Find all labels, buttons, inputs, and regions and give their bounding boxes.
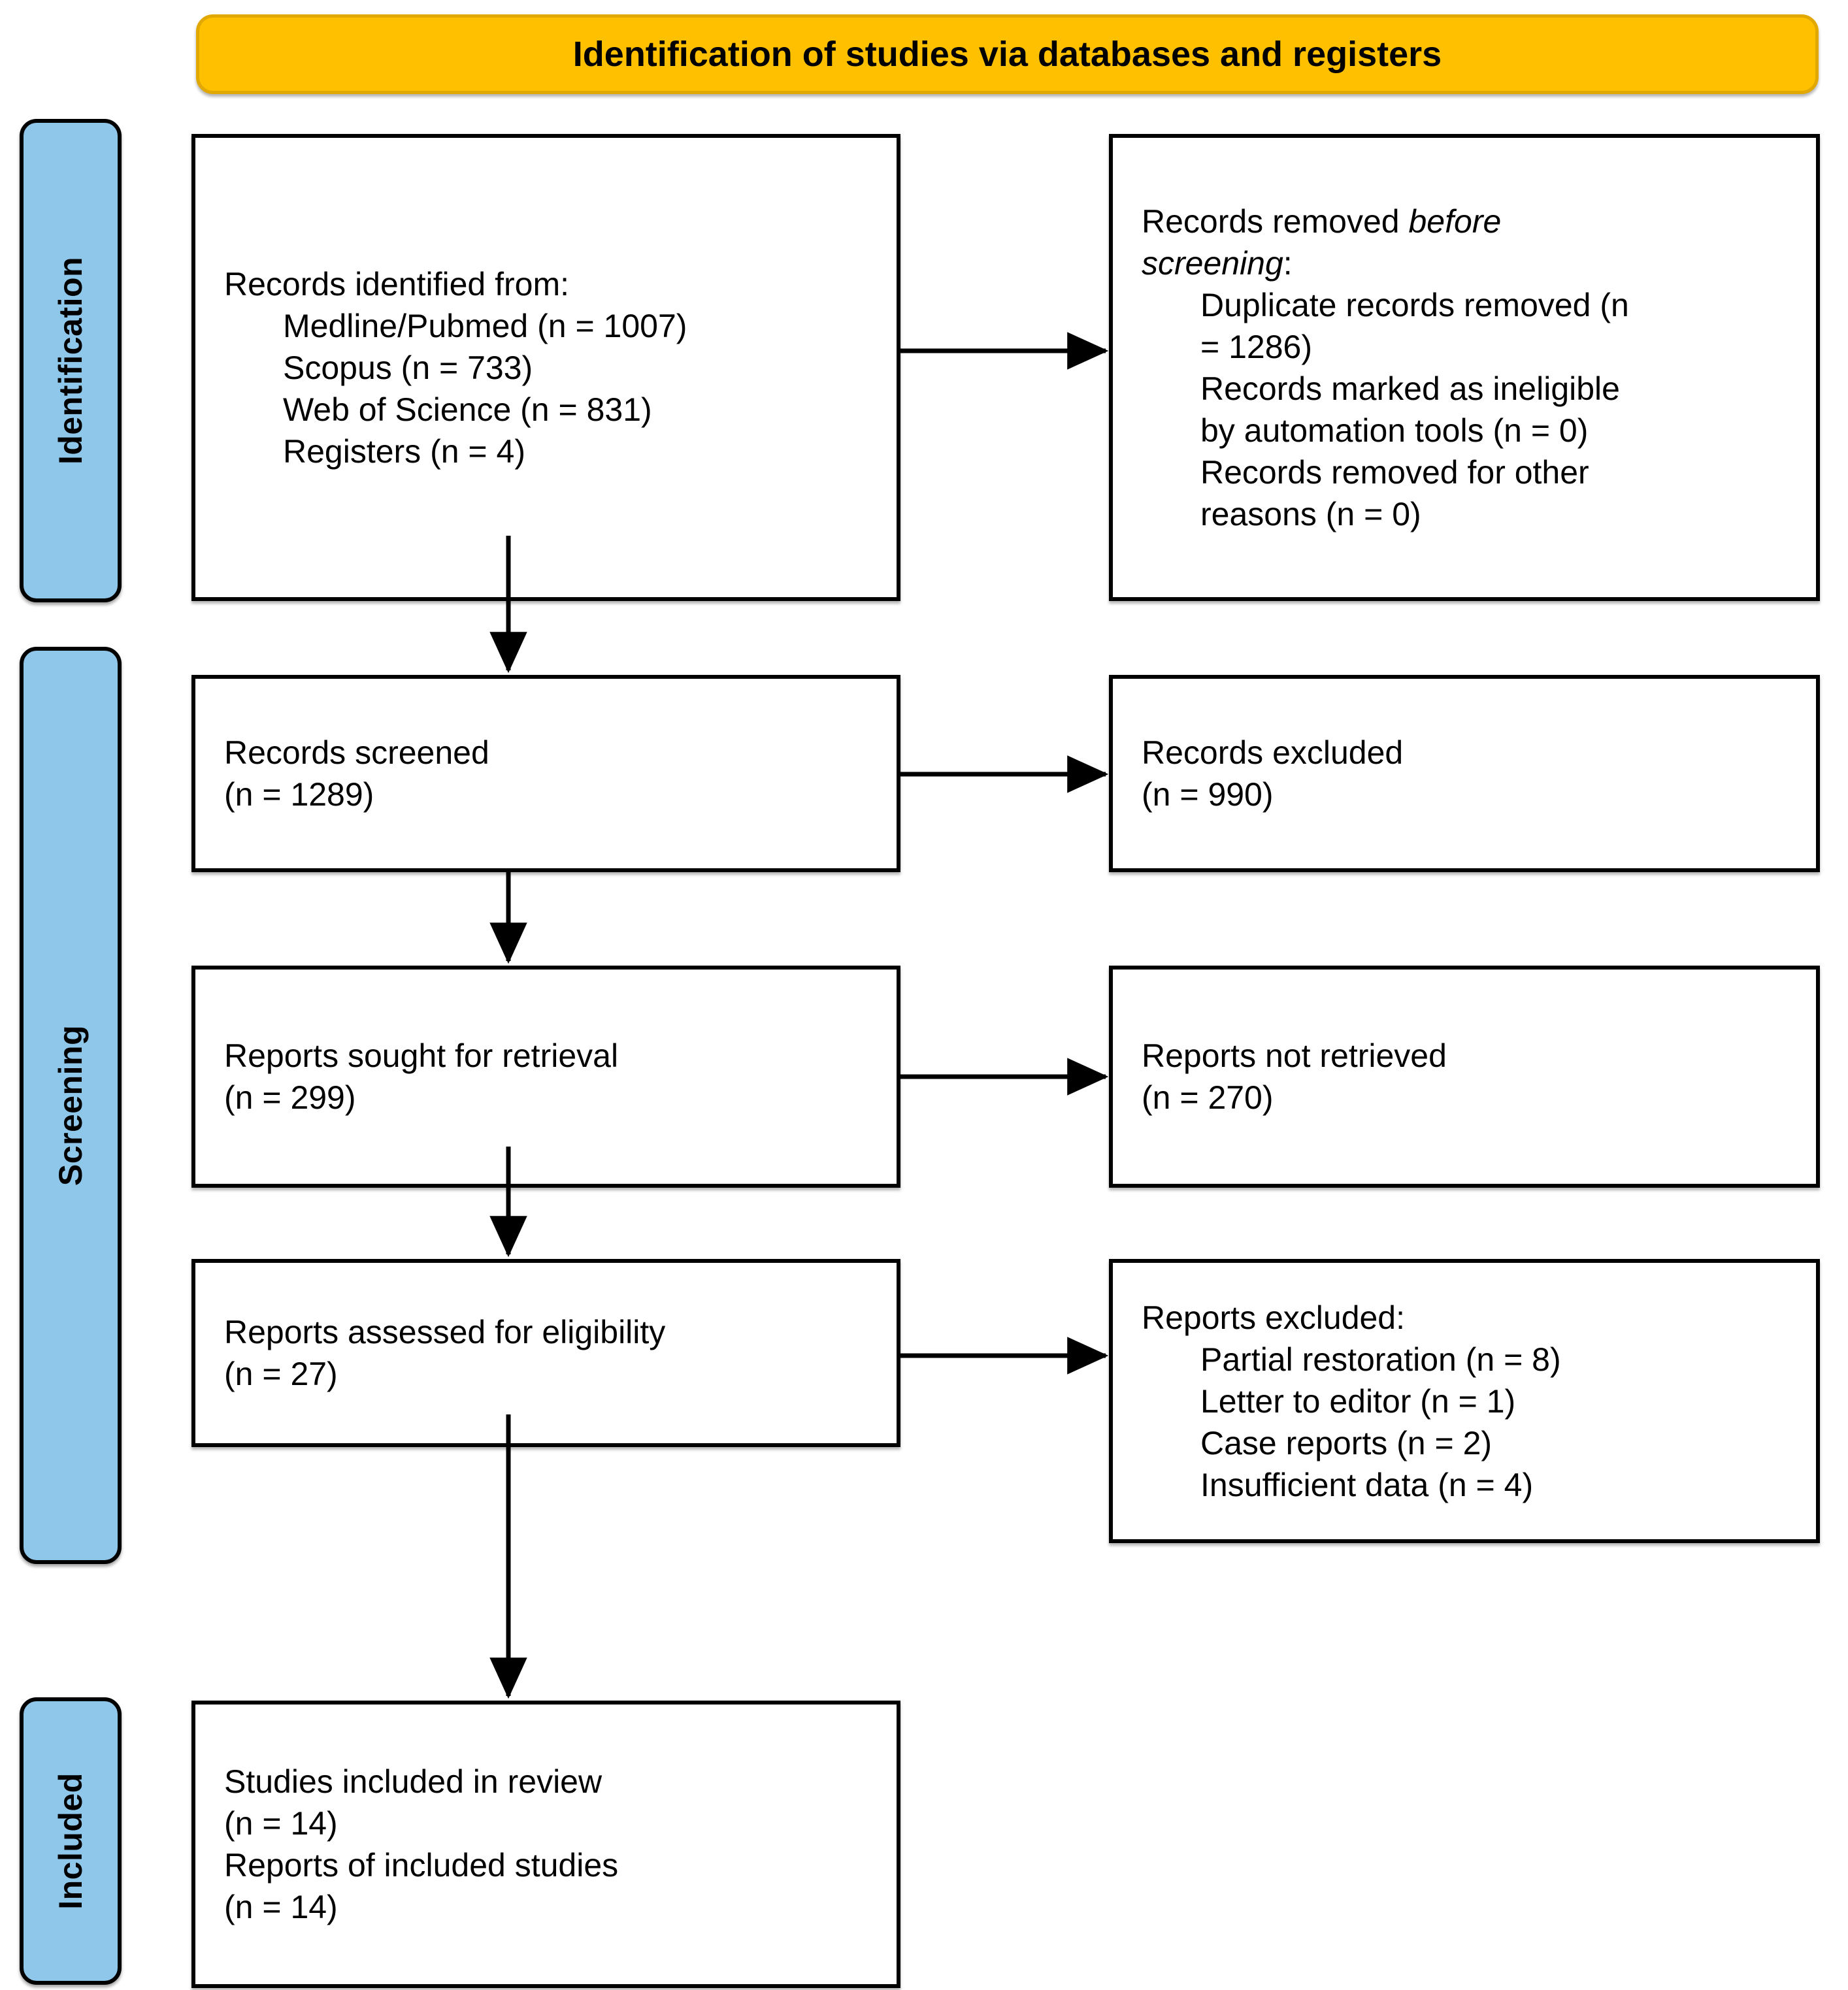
box-line: Registers (n = 4) — [283, 432, 525, 470]
box-line: Reports assessed for eligibility — [224, 1314, 666, 1350]
box-line: Duplicate records removed (n — [1200, 286, 1629, 323]
box-line: Letter to editor (n = 1) — [1200, 1382, 1516, 1420]
box-line: Records removed before — [1142, 201, 1802, 242]
box-line: (n = 14) — [224, 1889, 338, 1925]
box-line-text: : — [1283, 244, 1293, 282]
box-line-text: Records removed — [1142, 203, 1409, 240]
box-line: Records screened — [224, 734, 489, 771]
box-line: (n = 299) — [224, 1079, 356, 1116]
box-line: Records marked as ineligible — [1200, 370, 1620, 407]
box-reports-excluded: Reports excluded: Partial restoration (n… — [1109, 1259, 1820, 1543]
box-line: (n = 27) — [224, 1356, 338, 1392]
box-studies-included-in-review: Studies included in review (n = 14) Repo… — [191, 1701, 900, 1988]
box-reports-assessed-for-eligibility: Reports assessed for eligibility (n = 27… — [191, 1259, 900, 1447]
box-line: Medline/Pubmed (n = 1007) — [283, 307, 687, 344]
box-line: Partial restoration (n = 8) — [1200, 1341, 1561, 1378]
box-reports-not-retrieved: Reports not retrieved (n = 270) — [1109, 966, 1820, 1188]
box-line: Insufficient data (n = 4) — [1200, 1466, 1534, 1503]
box-line: Reports sought for retrieval — [224, 1037, 619, 1074]
box-line: Records excluded — [1142, 734, 1404, 771]
box-line: by automation tools (n = 0) — [1200, 412, 1589, 449]
box-line: (n = 14) — [224, 1805, 338, 1842]
stage-label-screening-text: Screening — [52, 1024, 89, 1186]
stage-label-screening: Screening — [20, 647, 122, 1564]
box-line: = 1286) — [1200, 328, 1312, 365]
box-line-emphasis: screening — [1142, 244, 1283, 282]
stage-label-identification-text: Identification — [52, 256, 90, 465]
box-line: Web of Science (n = 831) — [283, 391, 652, 428]
box-records-identified: Records identified from: Medline/Pubmed … — [191, 134, 900, 601]
box-line: Records removed for other — [1200, 453, 1589, 491]
box-line: Scopus (n = 733) — [283, 349, 533, 386]
banner-title: Identification of studies via databases … — [572, 35, 1442, 74]
box-records-excluded: Records excluded (n = 990) — [1109, 675, 1820, 872]
box-line: Reports not retrieved — [1142, 1037, 1447, 1074]
box-records-screened: Records screened (n = 1289) — [191, 675, 900, 872]
box-line: reasons (n = 0) — [1200, 495, 1421, 532]
box-line: Case reports (n = 2) — [1200, 1424, 1493, 1461]
box-line: (n = 270) — [1142, 1079, 1274, 1116]
box-line: Records identified from: — [224, 265, 570, 302]
stage-label-included: Included — [20, 1697, 122, 1985]
stage-label-identification: Identification — [20, 119, 122, 602]
box-line: Reports of included studies — [224, 1847, 619, 1884]
box-line-emphasis: before — [1408, 203, 1502, 240]
box-line: screening: — [1142, 242, 1802, 284]
diagram-header-banner: Identification of studies via databases … — [196, 14, 1819, 94]
box-line: Reports excluded: — [1142, 1299, 1406, 1336]
box-records-removed-before-screening: Records removed before screening: Duplic… — [1109, 134, 1820, 601]
box-line: (n = 1289) — [224, 776, 374, 813]
stage-label-included-text: Included — [52, 1772, 90, 1910]
box-line: (n = 990) — [1142, 776, 1274, 813]
box-reports-sought-for-retrieval: Reports sought for retrieval (n = 299) — [191, 966, 900, 1188]
box-line: Studies included in review — [224, 1763, 602, 1800]
